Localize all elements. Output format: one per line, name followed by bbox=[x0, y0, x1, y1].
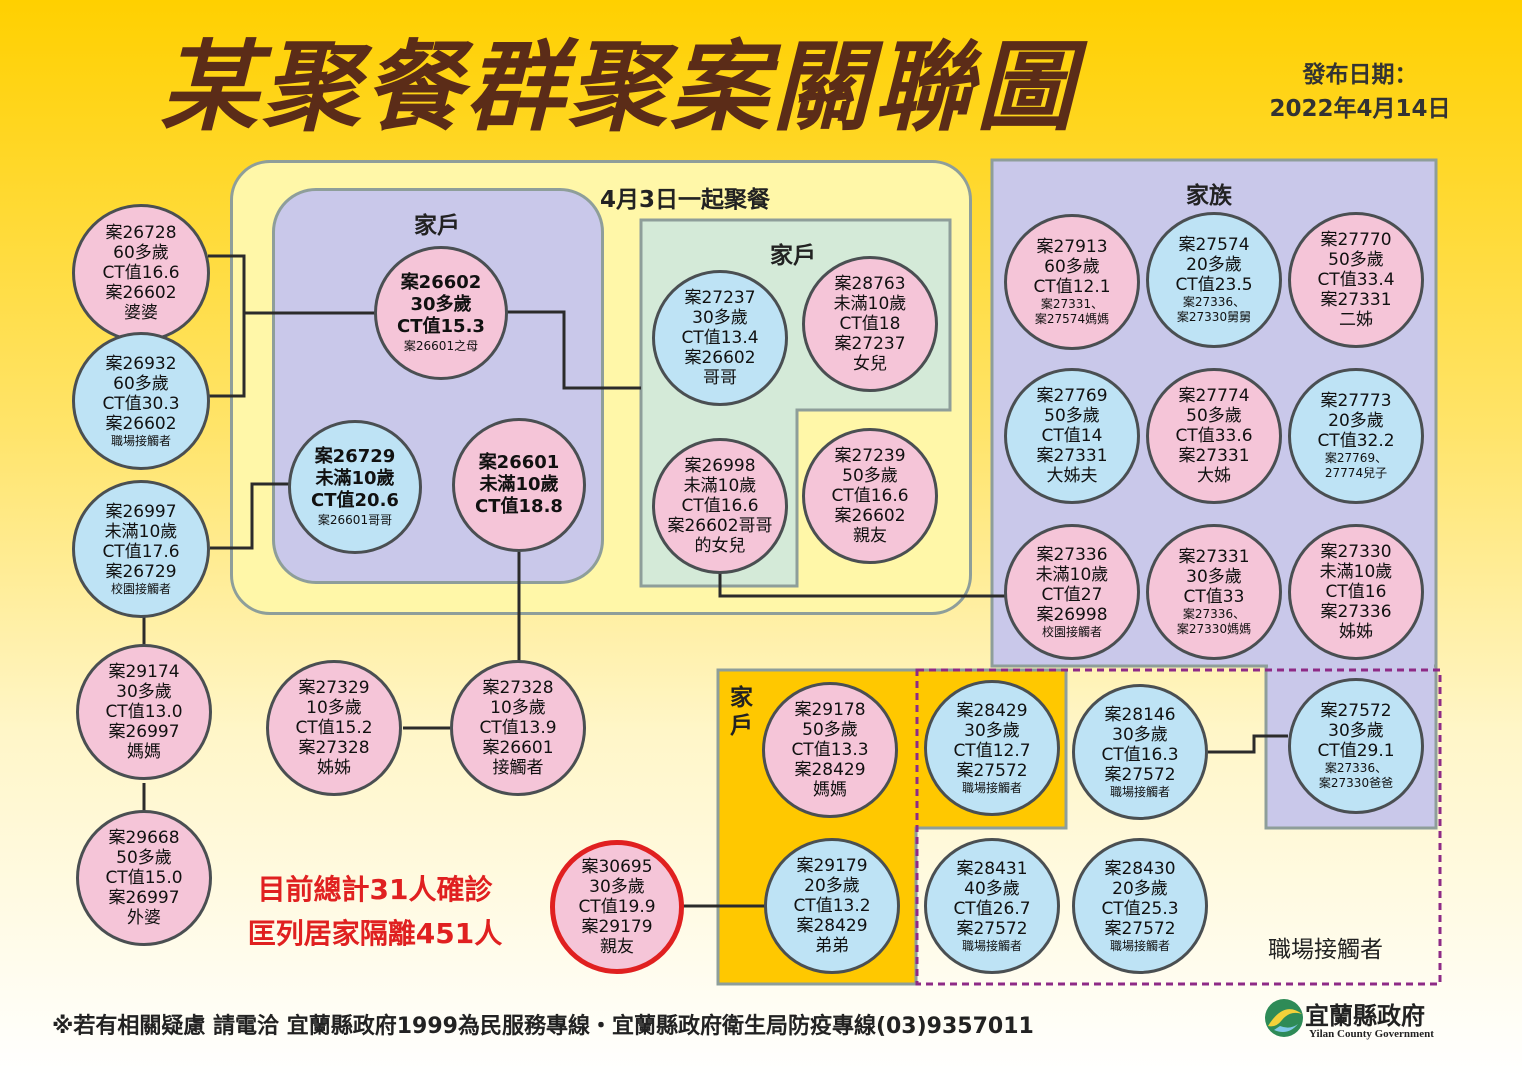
workplace-zone-label: 職場接觸者 bbox=[1268, 937, 1383, 963]
connector-line bbox=[1208, 734, 1288, 754]
logo-subtitle: Yilan County Government bbox=[1309, 1028, 1434, 1040]
household-zone-1-label: 家戶 bbox=[414, 213, 460, 239]
workplace-zone bbox=[915, 668, 1442, 986]
release-date-value: 2022年4月14日 bbox=[1269, 96, 1451, 122]
summary-total: 目前總計31人確診 bbox=[257, 873, 493, 906]
page-title: 某聚餐群聚案關聯圖 bbox=[160, 31, 1079, 145]
release-date-label: 發布日期： bbox=[1302, 62, 1418, 88]
connector-line bbox=[210, 482, 290, 550]
release-date: 發布日期： 2022年4月14日 bbox=[1240, 58, 1480, 126]
household-zone-3-label: 家戶 bbox=[730, 685, 753, 739]
family-zone-label: 家族 bbox=[1186, 183, 1232, 209]
connector-line bbox=[718, 572, 1006, 598]
connector-line bbox=[208, 254, 246, 398]
household-zone-2-label: 家戶 bbox=[770, 243, 816, 269]
connector-line bbox=[506, 310, 641, 390]
yilan-logo-icon bbox=[1265, 999, 1303, 1037]
logo-name: 宜蘭縣政府 bbox=[1305, 1002, 1425, 1030]
dinner-zone-label: 4月3日一起聚餐 bbox=[600, 187, 771, 213]
footer-contact: ※若有相關疑慮 請電洽 宜蘭縣政府1999為民服務專線・宜蘭縣政府衛生局防疫專線… bbox=[52, 1014, 1034, 1039]
summary-text: 目前總計31人確診 匡列居家隔離451人 bbox=[210, 868, 540, 956]
summary-isolation: 匡列居家隔離451人 bbox=[247, 917, 503, 950]
